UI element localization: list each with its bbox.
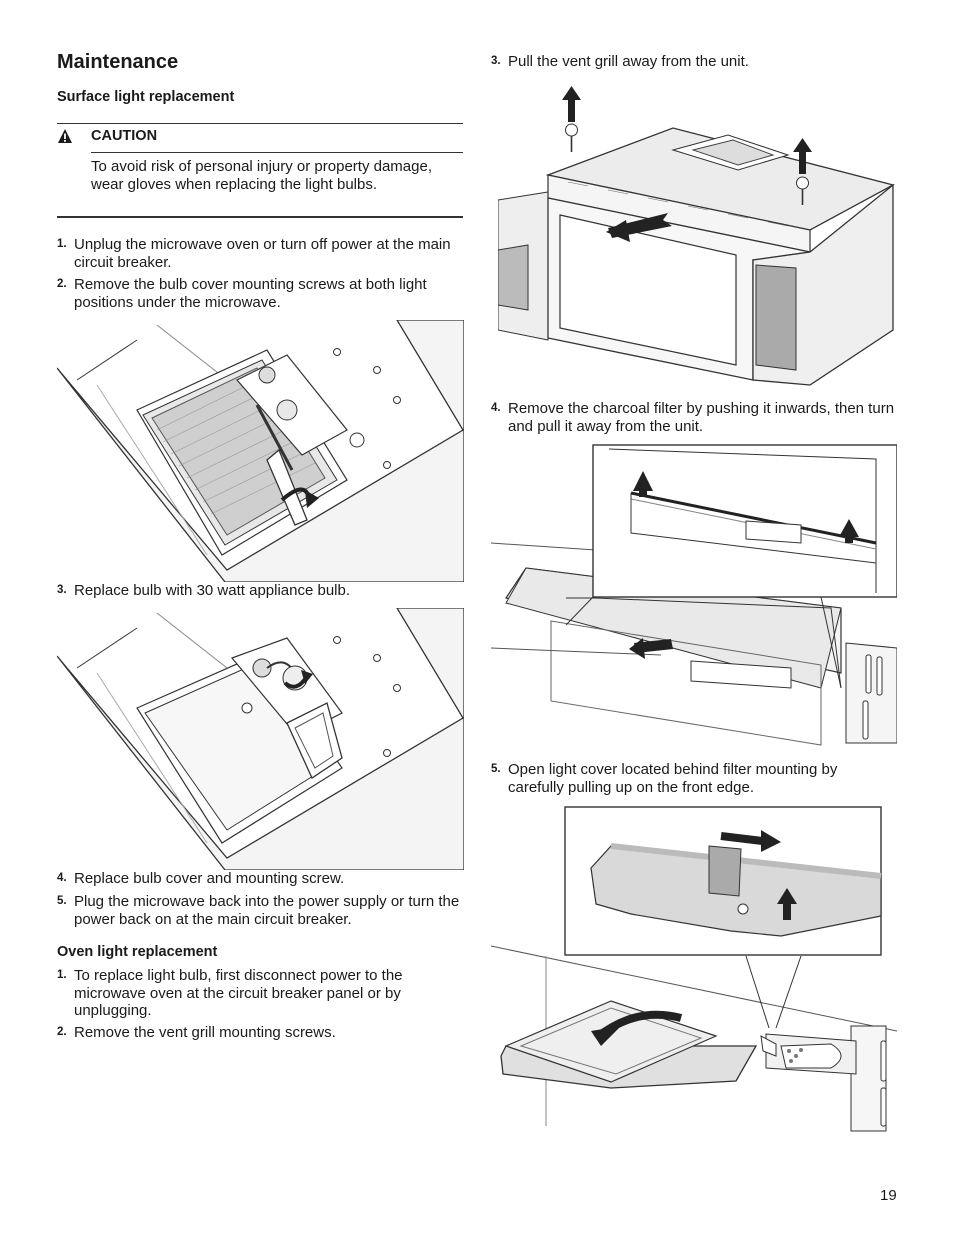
- list-item: 3.Replace bulb with 30 watt appliance bu…: [57, 582, 351, 599]
- warning-triangle-icon: [57, 128, 73, 144]
- page-number: 19: [880, 1187, 897, 1204]
- charcoal-filter-removal-illustration: [491, 443, 897, 751]
- bulb-replacement-illustration: [57, 608, 464, 870]
- caution-label: CAUTION: [91, 128, 158, 144]
- list-item: 4.Replace bulb cover and mounting screw.: [57, 870, 345, 887]
- list-item: 2.Remove the bulb cover mounting screws …: [57, 276, 427, 311]
- list-item: 3.Pull the vent grill away from the unit…: [491, 53, 749, 70]
- list-item: 4.Remove the charcoal filter by pushing …: [491, 400, 895, 435]
- caution-bottom-rule: [57, 216, 463, 218]
- subsection-heading-oven-light: Oven light replacement: [57, 944, 218, 960]
- caution-top-rule: [57, 123, 463, 124]
- list-item: 5.Plug the microwave back into the power…: [57, 893, 460, 928]
- list-item: 5.Open light cover located behind filter…: [491, 761, 838, 796]
- subsection-heading-surface-light: Surface light replacement: [57, 89, 235, 105]
- list-item: 1.Unplug the microwave oven or turn off …: [57, 236, 451, 271]
- bulb-cover-screw-illustration: [57, 320, 464, 582]
- caution-inner-rule: [91, 152, 463, 153]
- section-title: Maintenance: [57, 51, 179, 73]
- list-item: 2.Remove the vent grill mounting screws.: [57, 1024, 336, 1041]
- vent-grill-removal-illustration: [498, 80, 896, 392]
- light-cover-opening-illustration: [491, 806, 897, 1134]
- list-item: 1.To replace light bulb, first disconnec…: [57, 967, 403, 1019]
- caution-text: To avoid risk of personal injury or prop…: [91, 158, 433, 193]
